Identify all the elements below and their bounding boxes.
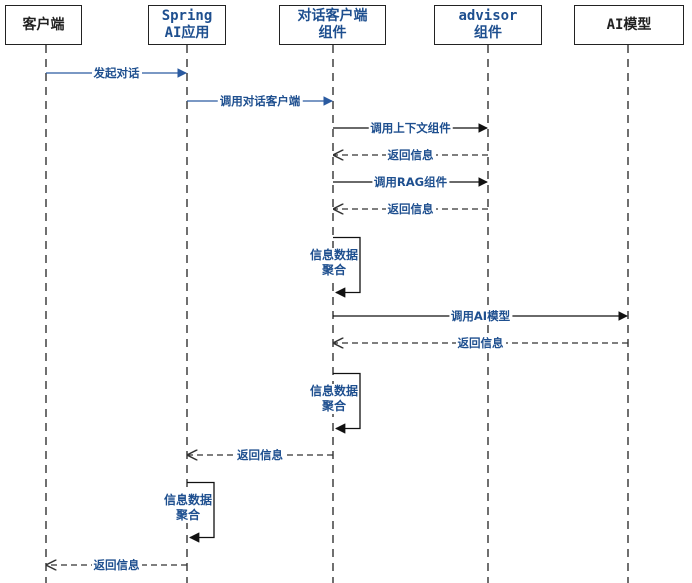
- self-message-label: 信息数据 聚合: [308, 248, 360, 278]
- message-label: 返回信息: [455, 335, 506, 351]
- actor-spring-ai-app: Spring AI应用: [148, 5, 226, 45]
- self-message-arrow: [333, 372, 361, 434]
- message-label: 调用对话客户端: [217, 93, 303, 109]
- message-label: 返回信息: [91, 557, 142, 573]
- self-message-arrow: [187, 481, 215, 543]
- actor-advisor: advisor 组件: [434, 5, 542, 45]
- actor-ai-model: AI模型: [574, 5, 684, 45]
- message-label: 调用上下文组件: [368, 120, 453, 136]
- self-message-label: 信息数据 聚合: [162, 493, 214, 523]
- message-label: 调用AI模型: [448, 308, 513, 324]
- message-label: 返回信息: [235, 447, 285, 463]
- message-label: 发起对话: [91, 65, 142, 81]
- actor-client: 客户端: [5, 5, 82, 45]
- self-message-arrow: [333, 236, 361, 298]
- actor-chat-client: 对话客户端 组件: [279, 5, 386, 45]
- message-label: 返回信息: [385, 201, 436, 217]
- message-label: 调用RAG组件: [371, 174, 450, 190]
- message-label: 返回信息: [385, 147, 436, 163]
- self-message-label: 信息数据 聚合: [308, 384, 360, 414]
